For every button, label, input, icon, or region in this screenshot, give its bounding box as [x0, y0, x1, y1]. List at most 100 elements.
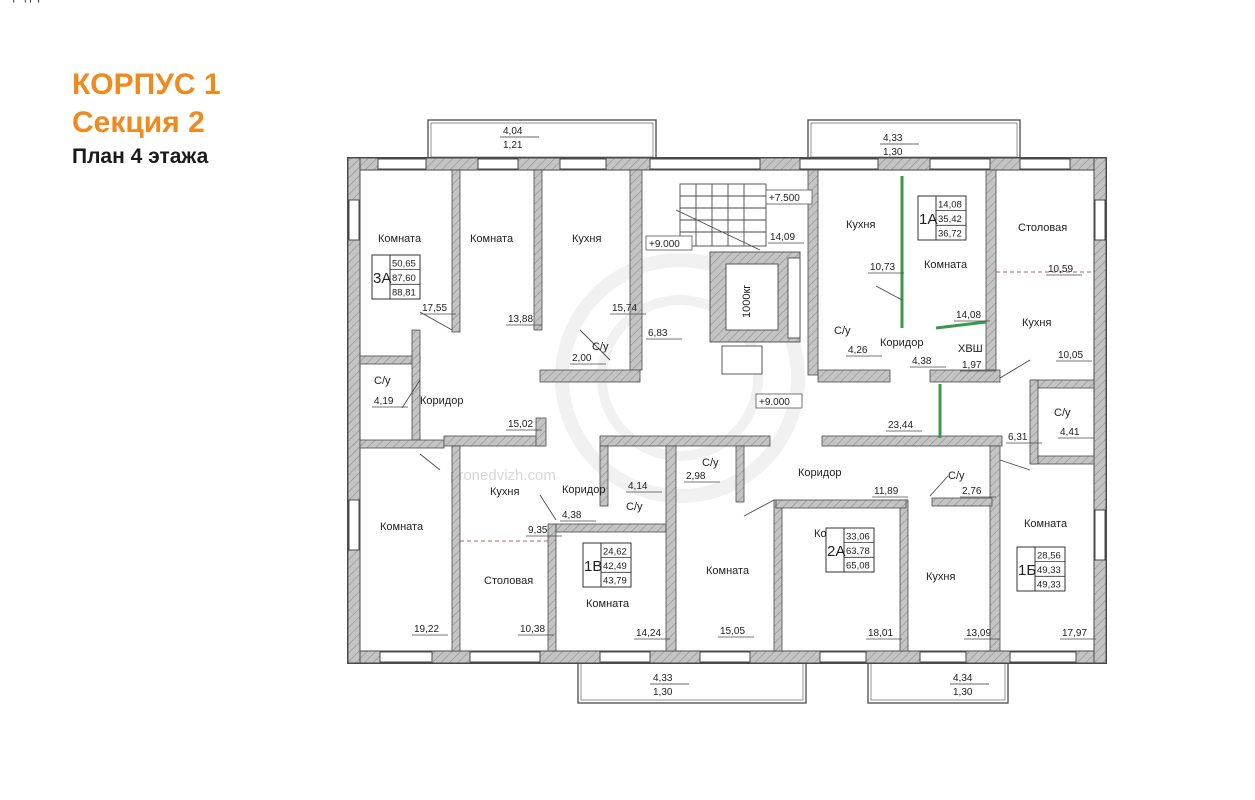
room-label: Кухня: [490, 486, 519, 498]
room-area: 14,24: [636, 628, 661, 639]
balcony-labels: 4,041,21 4,33 1,30 4,33 1,30 4,34 1,30: [500, 126, 989, 698]
balcony-area-label: 4,33 1,30: [880, 133, 919, 158]
room-label: Коридор: [0, 0, 43, 3]
room-area: 15,02: [508, 419, 533, 430]
apartment-area-value: 24,62: [603, 547, 627, 558]
balcony-area-label: 4,041,21: [500, 126, 539, 151]
balcony-area-label: 4,33 1,30: [650, 673, 689, 698]
room-label: С/у: [626, 501, 643, 513]
room-area: 1,97: [962, 360, 982, 371]
room-label: Комната: [586, 598, 630, 610]
apartment-area-value: 65,08: [846, 561, 870, 572]
room-label: Кухня: [926, 571, 955, 583]
room-label: С/у: [948, 470, 965, 482]
room-label: Комната: [706, 565, 750, 577]
room-area: 10,59: [1048, 264, 1073, 275]
apartment-stamps: 3А50,6587,6088,811А14,0835,4236,721В24,6…: [371, 195, 1066, 592]
apartment-area-value: 49,33: [1037, 580, 1061, 591]
room-area: 4,38: [912, 356, 932, 367]
room-label: С/у: [834, 325, 851, 337]
room-area: 14,09: [770, 232, 795, 243]
door-swings: [401, 285, 1031, 521]
room-label: ХВШ: [958, 343, 983, 355]
green-partitions: [900, 176, 987, 438]
room-area: 4,41: [1060, 427, 1080, 438]
elevator-shaft: [709, 251, 801, 375]
room-label: Кухня: [1022, 317, 1051, 329]
room-label: Столовая: [484, 575, 533, 587]
building-title: КОРПУС 1: [72, 68, 221, 101]
svg-text:4,33: 4,33: [883, 133, 903, 144]
room-label: Комната: [378, 233, 422, 245]
apartment-code: 3А: [373, 270, 391, 287]
room-area: 4,14: [628, 481, 648, 492]
room-label: Кухня: [846, 219, 875, 231]
svg-text:+7.500: +7.500: [769, 193, 800, 204]
elevation-mark: +7.500: [765, 189, 813, 205]
apartment-code: 1А: [919, 211, 937, 228]
floor-plan-title: План 4 этажа: [72, 145, 209, 168]
room-area: 17,97: [1062, 628, 1087, 639]
svg-text:4,04: 4,04: [503, 126, 523, 137]
room-area: 18,01: [868, 628, 893, 639]
apartment-area-value: 35,42: [938, 214, 962, 225]
apartment-code: 1Б: [1018, 562, 1036, 579]
svg-text:1,30: 1,30: [883, 147, 903, 158]
room-area: 6,31: [1008, 432, 1028, 443]
room-area: 4,26: [848, 345, 868, 356]
elevation-marks: +7.500 +9.000 +9.000: [645, 189, 813, 409]
svg-text:1,30: 1,30: [653, 687, 673, 698]
room-label: Комната: [1024, 518, 1068, 530]
room-label: Кухня: [572, 233, 601, 245]
svg-text:4,34: 4,34: [953, 673, 973, 684]
balcony-area-label: 4,34 1,30: [950, 673, 989, 698]
svg-text:+9.000: +9.000: [759, 397, 790, 408]
plan-header: КОРПУС 1 Секция 2 План 4 этажа: [72, 66, 221, 172]
apartment-area-value: 43,79: [603, 576, 627, 587]
elevator-capacity-label: 1000кг: [741, 285, 753, 318]
svg-text:4,33: 4,33: [653, 673, 673, 684]
interior-walls: [359, 169, 1095, 652]
room-area: 9,35: [528, 525, 548, 536]
room-area: 2,00: [572, 353, 592, 364]
watermark-text: pronedvizh.com: [450, 467, 556, 484]
apartment-code: 2А: [827, 543, 845, 560]
room-label: С/у: [1054, 407, 1071, 419]
apartment-area-value: 28,56: [1037, 551, 1061, 562]
elevation-mark: +9.000: [645, 235, 693, 251]
apartment-area-value: 49,33: [1037, 565, 1061, 576]
room-area: 11,89: [874, 486, 899, 497]
room-area: 6,83: [648, 328, 668, 339]
room-label: С/у: [374, 375, 391, 387]
room-label: Коридор: [562, 484, 605, 496]
room-area: 15,74: [612, 303, 637, 314]
apartment-area-value: 88,81: [392, 288, 416, 299]
room-label: Коридор: [798, 467, 841, 479]
apartment-area-value: 87,60: [392, 273, 416, 284]
room-area: 4,38: [562, 510, 582, 521]
stairwell: [675, 183, 767, 251]
room-area: 13,09: [966, 628, 991, 639]
apartment-area-value: 63,78: [846, 546, 870, 557]
room-area: 17,55: [422, 303, 447, 314]
apartment-area-value: 33,06: [846, 532, 870, 543]
room-area: 2,98: [686, 471, 706, 482]
room-area: 14,08: [956, 310, 981, 321]
apartment-code: 1В: [584, 558, 602, 575]
svg-text:1,30: 1,30: [953, 687, 973, 698]
room-area: 10,73: [870, 262, 895, 273]
room-label: Комната: [470, 233, 514, 245]
apartment-area-value: 42,49: [603, 561, 627, 572]
apartment-area-value: 14,08: [938, 200, 962, 211]
apartment-area-value: 36,72: [938, 229, 962, 240]
room-label: Комната: [924, 259, 968, 271]
elevation-mark: +9.000: [755, 393, 803, 409]
room-area: 4,19: [374, 396, 394, 407]
room-area: 19,22: [414, 624, 439, 635]
dashed-dividers: [460, 271, 1094, 542]
